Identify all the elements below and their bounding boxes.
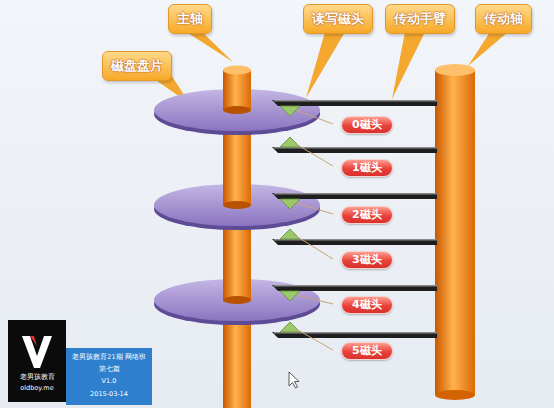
node-text: 5磁头	[352, 344, 382, 358]
node-text: 0磁头	[352, 118, 382, 132]
mouse-cursor	[289, 372, 299, 388]
node-text: 1磁头	[352, 161, 382, 175]
head-label: 5磁头	[341, 342, 393, 360]
logo-text: 老男孩教育	[20, 374, 55, 381]
head-label: 3磁头	[341, 251, 393, 269]
node-text: 4磁头	[352, 298, 382, 312]
logo-text: V1.0	[102, 378, 117, 385]
node-text: 磁盘盘片	[111, 57, 163, 75]
logo-text: 2015-03-14	[90, 391, 128, 398]
callout-box: 磁盘盘片	[102, 51, 172, 81]
actuator-arms	[272, 100, 437, 338]
logo-text: 第七篇	[99, 366, 120, 373]
logo-panel	[8, 320, 152, 405]
callout-box: 主轴	[168, 4, 212, 34]
logo-text: oldboy.me	[20, 385, 53, 392]
head-label: 0磁头	[341, 116, 393, 134]
node-text: 3磁头	[352, 253, 382, 267]
callout-box: 传动轴	[475, 4, 532, 34]
node-text: 主轴	[177, 10, 203, 28]
callout-box: 读写磁头	[303, 4, 373, 34]
head-label: 1磁头	[341, 159, 393, 177]
node-text: 传动轴	[484, 10, 523, 28]
head-label: 2磁头	[341, 206, 393, 224]
callout-box: 传动手臂	[385, 4, 455, 34]
node-text: 2磁头	[352, 208, 382, 222]
head-label: 4磁头	[341, 296, 393, 314]
logo-text: 老男孩教育21期 网络班	[72, 354, 145, 361]
drive-shaft	[435, 64, 475, 400]
head-leader-lines	[296, 110, 333, 350]
node-text: 传动手臂	[394, 10, 446, 28]
read-write-heads	[280, 106, 300, 332]
node-text: 读写磁头	[312, 10, 364, 28]
